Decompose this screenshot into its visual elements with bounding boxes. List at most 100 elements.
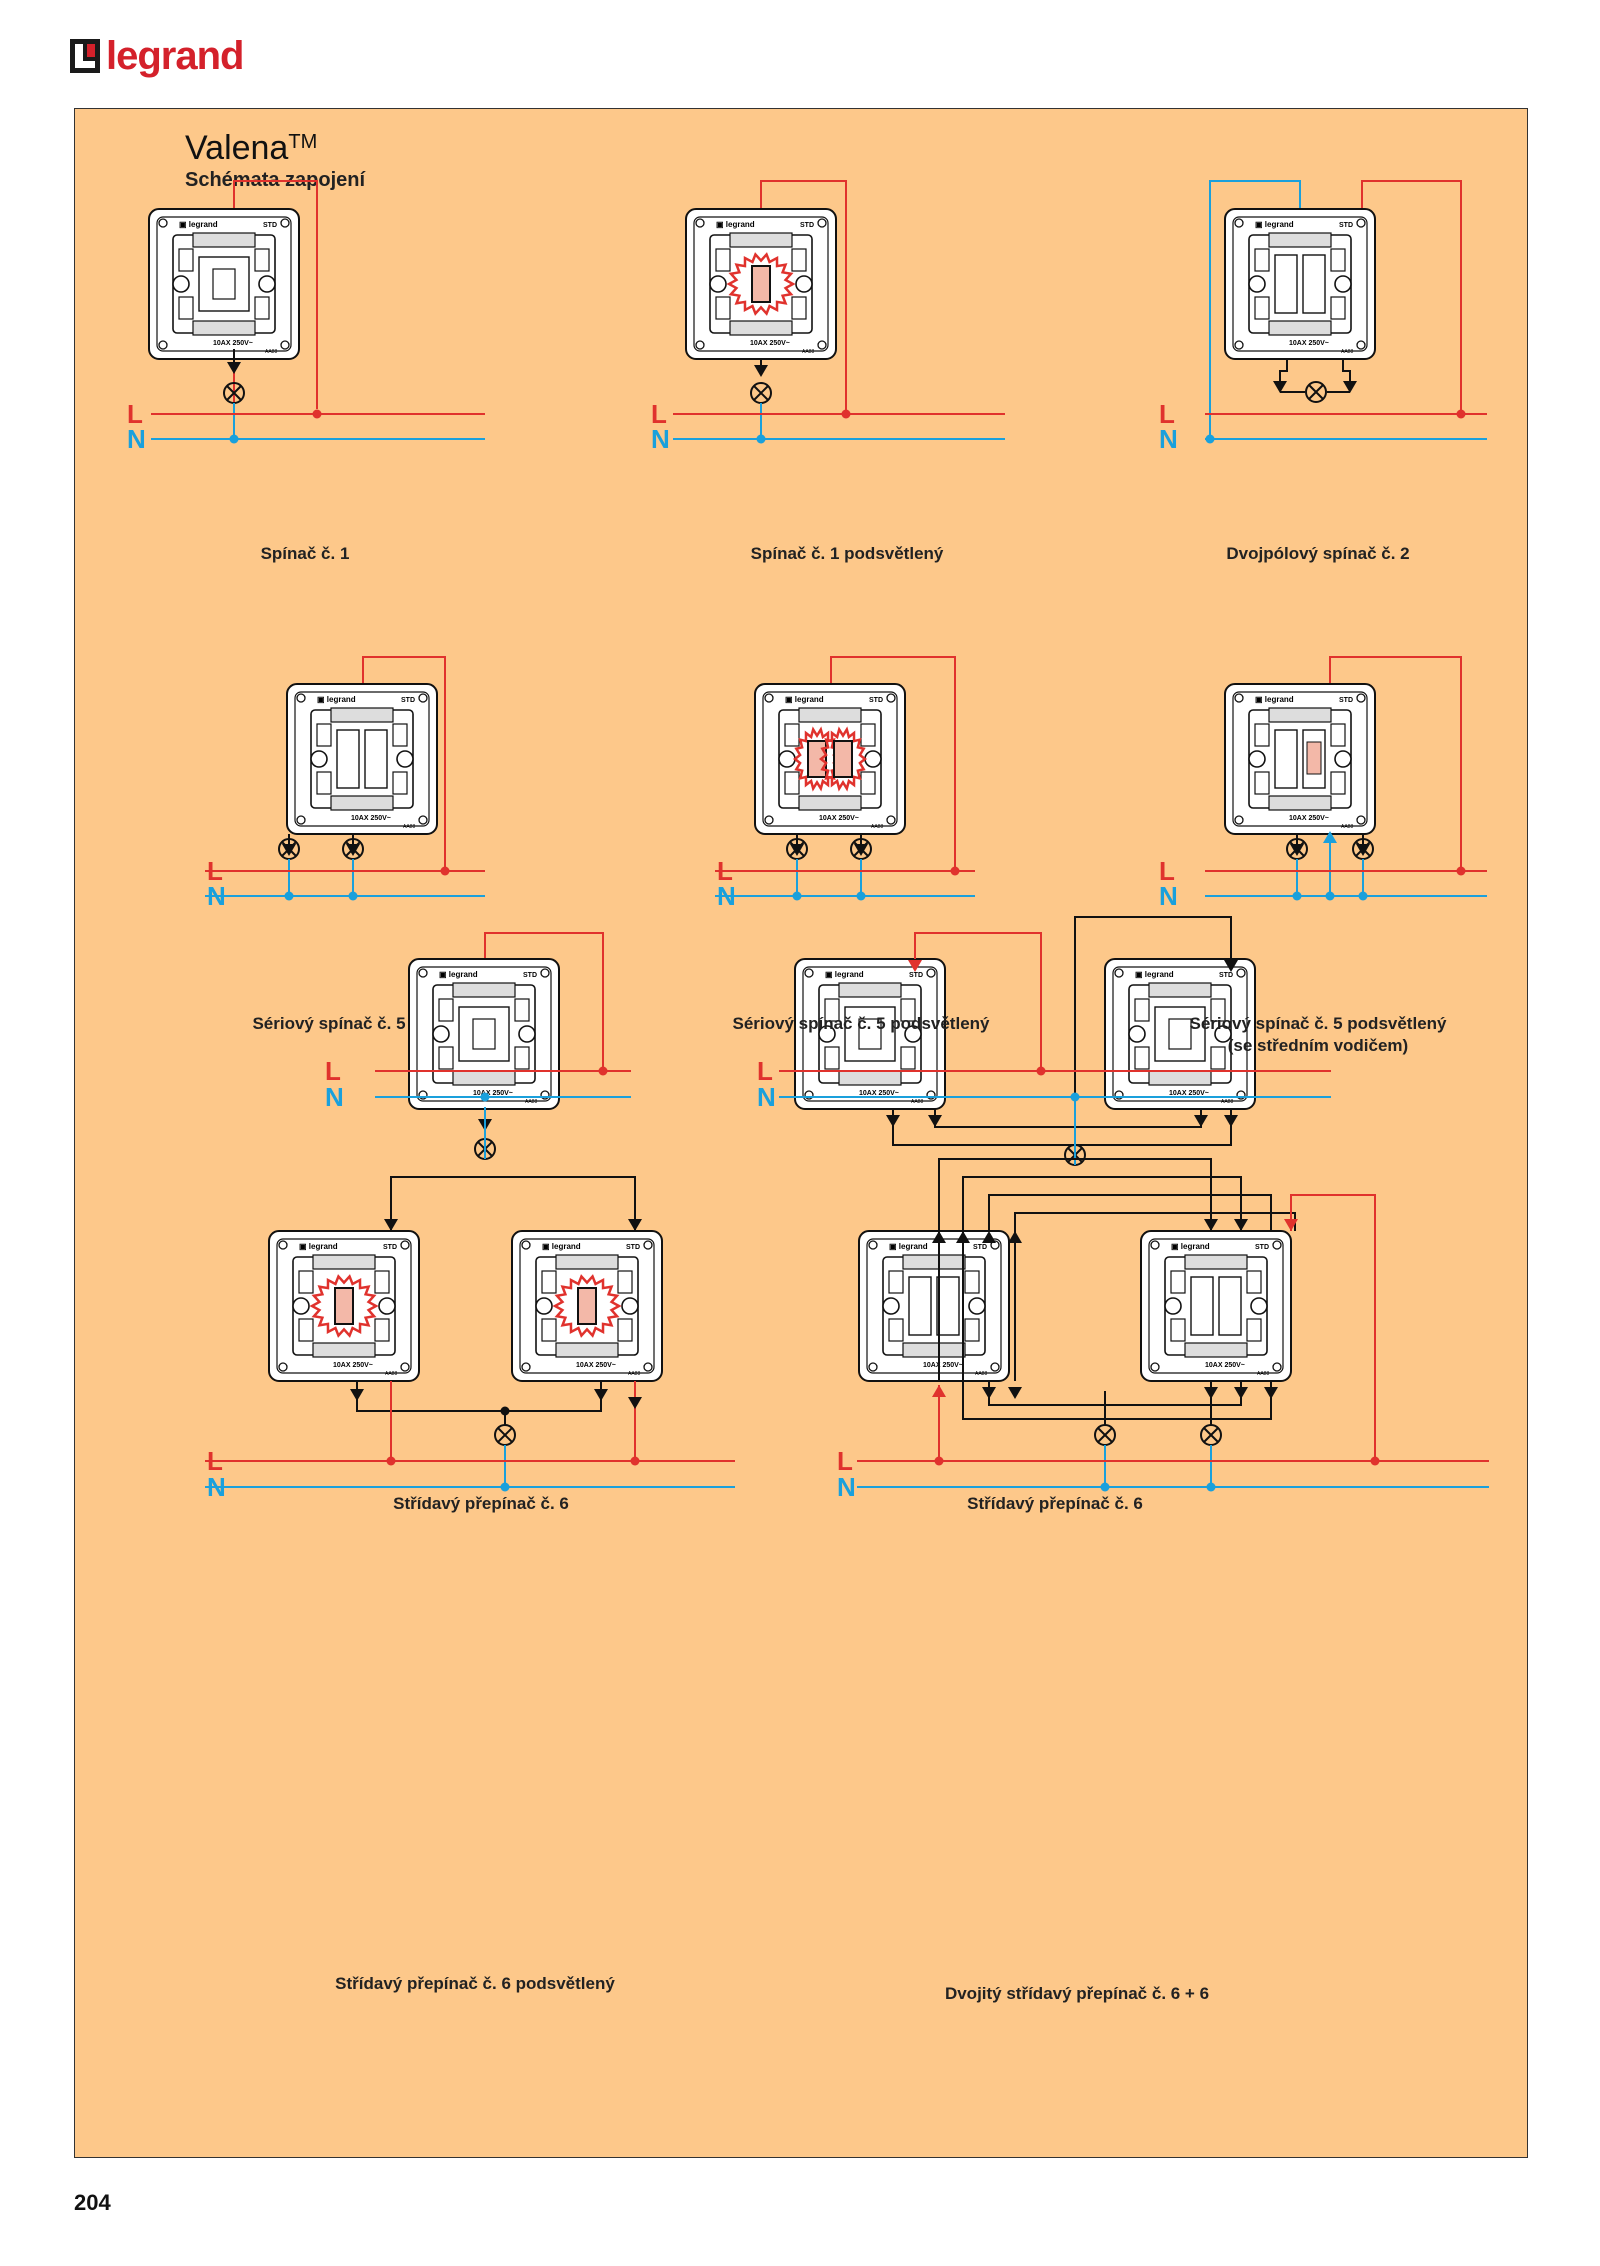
page-title: ValenaTM	[185, 129, 318, 167]
device-code-label: AA88	[525, 1099, 537, 1105]
device-code-label: AA88	[403, 824, 415, 830]
label-neutral: N	[1159, 424, 1178, 454]
backlight-lens	[577, 1287, 597, 1325]
backlight-glow	[726, 252, 796, 316]
wire-arrow	[628, 1397, 642, 1409]
wire	[1361, 180, 1462, 414]
legrand-logo-icon	[70, 39, 100, 73]
label-live: L	[1159, 856, 1175, 886]
junction-dot	[756, 434, 766, 444]
label-live: L	[717, 856, 733, 886]
backlight-glow	[309, 1274, 379, 1338]
wire	[962, 1381, 1272, 1420]
wire	[390, 1176, 636, 1231]
caption-line: Dvojpólový spínač č. 2	[1226, 544, 1410, 563]
device-rating-label: 10AX 250V~	[859, 1090, 899, 1097]
wire	[1279, 359, 1288, 384]
junction-dot	[1358, 891, 1368, 901]
wire-arrow	[350, 1389, 364, 1401]
junction-dot	[1325, 891, 1335, 901]
label-neutral: N	[325, 1082, 344, 1112]
wire-arrow	[1264, 1387, 1278, 1399]
wire	[356, 1381, 602, 1412]
device-std-label: STD	[401, 697, 415, 704]
junction-dot	[1205, 434, 1215, 444]
wire	[934, 1109, 1202, 1128]
lamp-icon	[494, 1424, 516, 1446]
logo-wordmark: legrand	[106, 34, 244, 78]
junction-dot	[792, 891, 802, 901]
device-std-label: STD	[1339, 222, 1353, 229]
trademark-mark: TM	[288, 131, 318, 153]
caption-line: Sériový spínač č. 5 podsvětlený	[1189, 1014, 1447, 1033]
device-code-label: AA88	[975, 1371, 987, 1377]
lamp-icon	[1200, 1424, 1222, 1446]
wire	[1074, 916, 1232, 1139]
device-std-label: STD	[1219, 972, 1233, 979]
device-std-label: STD	[263, 222, 277, 229]
device-code-label: AA88	[265, 349, 277, 355]
junction-dot	[229, 434, 239, 444]
diagram-caption: Sériový spínač č. 5 podsvětlený (se střed…	[1138, 1013, 1498, 1057]
label-neutral: N	[757, 1082, 776, 1112]
backlight-glow	[818, 726, 868, 792]
device-brand-label: ▣ legrand	[1171, 1242, 1210, 1251]
device-rating-label: 10AX 250V~	[333, 1362, 373, 1369]
junction-dot	[480, 1092, 490, 1102]
label-live: L	[207, 856, 223, 886]
wire	[1342, 359, 1351, 384]
device-code-label: AA88	[871, 824, 883, 830]
diagram-caption: Střídavý přepínač č. 6 podsvětlený	[295, 1973, 655, 1995]
device-std-label: STD	[800, 222, 814, 229]
device-rating-label: 10AX 250V~	[1289, 340, 1329, 347]
diagram-caption: Střídavý přepínač č. 6	[875, 1493, 1235, 1515]
wire-arrow	[1008, 1231, 1022, 1243]
device-code-label: AA88	[628, 1371, 640, 1377]
wire-arrow	[1194, 1115, 1208, 1127]
device-rating-label: 10AX 250V~	[819, 815, 859, 822]
device-brand-label: ▣ legrand	[1135, 970, 1174, 979]
device-brand-label: ▣ legrand	[889, 1242, 928, 1251]
label-live: L	[207, 1446, 223, 1476]
label-live: L	[1159, 399, 1175, 429]
wire-arrow	[1234, 1219, 1248, 1231]
junction-dot	[386, 1456, 396, 1466]
device-std-label: STD	[869, 697, 883, 704]
wire-arrow	[886, 1115, 900, 1127]
wire-arrow	[227, 362, 241, 374]
caption-line: Střídavý přepínač č. 6	[967, 1494, 1143, 1513]
label-live: L	[651, 399, 667, 429]
caption-line: Spínač č. 1 podsvětlený	[750, 544, 944, 563]
device-std-label: STD	[1255, 1244, 1269, 1251]
wire-arrow	[932, 1385, 946, 1397]
device-brand-label: ▣ legrand	[1255, 220, 1294, 229]
label-neutral: N	[1159, 881, 1178, 911]
device-rating-label: 10AX 250V~	[1289, 815, 1329, 822]
wire	[760, 180, 847, 414]
backlight-lens	[751, 265, 771, 303]
lamp-icon	[750, 382, 772, 404]
lamp-icon	[1305, 381, 1327, 403]
caption-line: (se středním vodičem)	[1227, 1036, 1409, 1055]
label-neutral: N	[207, 881, 226, 911]
device-code-label: AA88	[1221, 1099, 1233, 1105]
device-brand-label: ▣ legrand	[179, 220, 218, 229]
junction-dot	[598, 1066, 608, 1076]
wire-arrow	[928, 1115, 942, 1127]
diagram-caption: Sériový spínač č. 5 podsvětlený	[681, 1013, 1041, 1035]
wire-arrow	[1273, 381, 1287, 393]
backlight-lens	[807, 740, 827, 778]
